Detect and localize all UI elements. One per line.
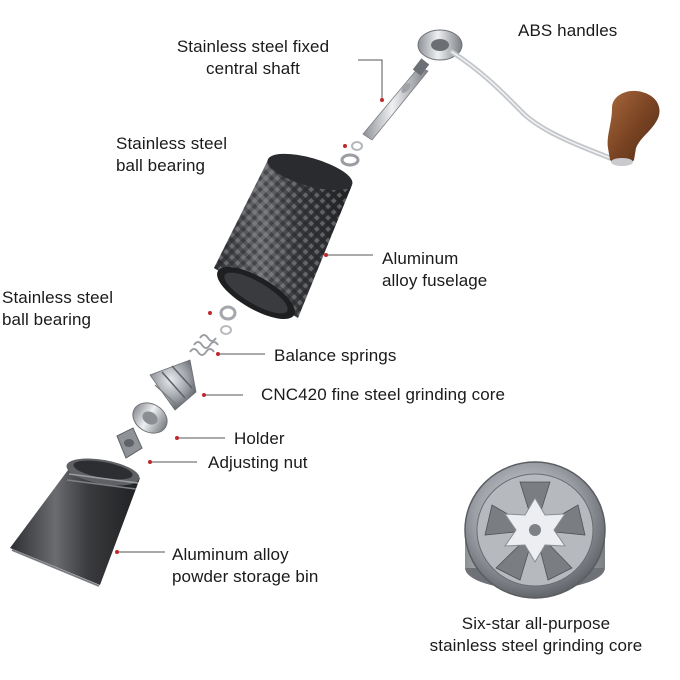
leader-lines: [117, 59, 383, 553]
label-holder: Holder: [234, 429, 285, 448]
label-adjusting-nut: Adjusting nut: [208, 453, 308, 472]
ball-bearing-top: [340, 141, 363, 167]
label-central-shaft: Stainless steel fixed central shaft: [176, 37, 330, 78]
central-shaft: [362, 58, 430, 141]
ball-bearing-bottom: [219, 305, 237, 335]
callout-dots: [115, 98, 384, 554]
label-six-star-core: Six-star all-purpose stainless steel gri…: [429, 614, 643, 655]
label-ball-bearing-top: Stainless steel ball bearing: [116, 134, 228, 175]
label-ball-bearing-bottom: Stainless steel ball bearing: [2, 288, 114, 329]
label-abs-handles: ABS handles: [518, 21, 618, 40]
label-aluminum-fuselage: Aluminum alloy fuselage: [382, 249, 488, 290]
holder-disc: [132, 402, 168, 434]
label-powder-storage-bin: Aluminum alloy powder storage bin: [172, 545, 319, 586]
balance-springs: [189, 334, 219, 356]
aluminum-fuselage: [214, 153, 353, 319]
wooden-knob: [607, 90, 660, 166]
grinding-core-cone: [149, 359, 197, 411]
label-cnc420-core: CNC420 fine steel grinding core: [261, 385, 506, 404]
powder-storage-bin: [10, 458, 140, 587]
six-star-core-image: [464, 461, 606, 599]
label-balance-springs: Balance springs: [274, 346, 397, 365]
adjusting-nut: [116, 427, 143, 459]
handle-crank: [417, 29, 613, 161]
